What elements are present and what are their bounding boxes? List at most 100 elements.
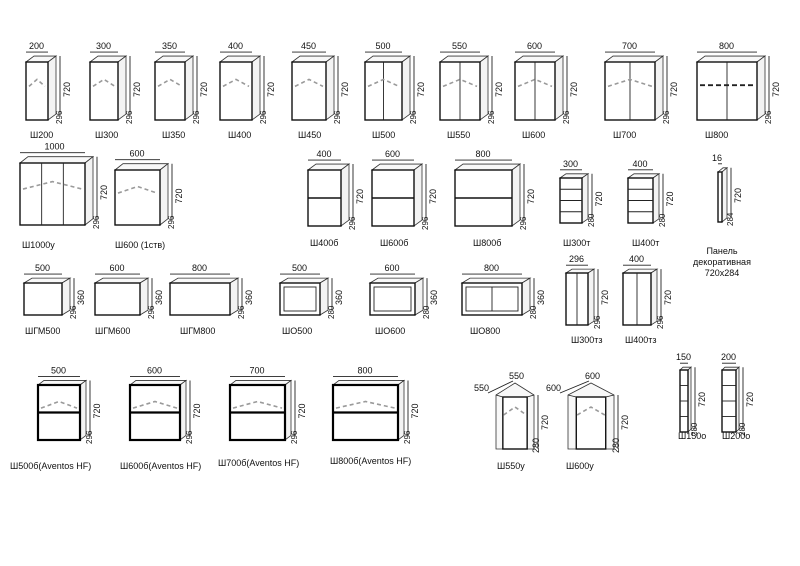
width-label: 500	[376, 41, 391, 51]
cabinet-top	[168, 277, 240, 284]
height-label: 720	[428, 189, 438, 204]
cabinet-shelf	[503, 406, 527, 416]
height-label: 720	[340, 82, 350, 97]
cabinet-label: Ш800	[705, 130, 728, 140]
cabinet-side	[479, 55, 489, 121]
cabinet-front	[154, 61, 186, 121]
cabinet-edge	[495, 394, 503, 398]
hidden-shelf	[28, 78, 46, 87]
hidden-shelf	[22, 180, 83, 190]
depth-label: 296	[85, 430, 94, 444]
cabinet-label: Ш300т	[563, 238, 590, 248]
cabinet-door	[502, 396, 528, 450]
width-label: 600	[147, 365, 162, 375]
depth-label: 280	[658, 213, 667, 227]
height-label: 720	[771, 82, 781, 97]
cabinet-label: Ш200о	[722, 431, 750, 441]
cabinet-top	[18, 156, 95, 164]
cabinet-label: Ш550у	[497, 461, 525, 471]
cabinet-front	[114, 169, 161, 226]
depth-label: 296	[403, 430, 412, 444]
height-label: 720	[600, 290, 610, 305]
depth-label: 280	[587, 213, 596, 227]
hidden-shelf	[517, 78, 553, 88]
width-label: 400	[317, 149, 332, 159]
height-label: 720	[192, 403, 202, 418]
depth-label: 280	[422, 305, 431, 319]
cabinet-label: ШГМ500	[25, 326, 60, 336]
cabinet-label: Ш200	[30, 130, 53, 140]
depth-label: 296	[348, 216, 357, 230]
depth-label: 296	[147, 305, 156, 319]
depth-label: 296	[192, 110, 201, 124]
width-label: 296	[569, 254, 584, 264]
depth-label: 280	[529, 305, 538, 319]
cabinet-top	[460, 277, 532, 284]
width-label: 200	[29, 41, 44, 51]
cabinet-label: ШО600	[375, 326, 405, 336]
height-label: 720	[569, 82, 579, 97]
width-label: 600	[110, 263, 125, 273]
depth-label: 280	[611, 438, 621, 453]
depth-label: 296	[55, 110, 64, 124]
height-label: 720	[199, 82, 209, 97]
height-label: 720	[416, 82, 426, 97]
depth-label: 280	[531, 438, 541, 453]
depth-label: 296	[69, 305, 78, 319]
depth-label: 296	[421, 216, 430, 230]
cabinet-side	[251, 55, 261, 121]
cabinet-label: ШГМ600	[95, 326, 130, 336]
depth-label: 296	[237, 305, 246, 319]
width-label: 500	[51, 365, 66, 375]
height-label: 720	[665, 191, 675, 206]
depth-label: 296	[125, 110, 134, 124]
height-label: 720	[620, 415, 630, 430]
height-label: 720	[174, 188, 184, 203]
hidden-shelf	[367, 78, 400, 88]
cabinet-side	[84, 155, 94, 226]
width-label: 400	[633, 159, 648, 169]
dim-line	[487, 380, 514, 394]
depth-label: 296	[487, 110, 496, 124]
cabinet-side	[184, 55, 194, 121]
height-label: 720	[494, 82, 504, 97]
width-label: 600	[130, 149, 145, 159]
width-label: 600	[385, 263, 400, 273]
width2-label: 600	[585, 371, 600, 381]
width-label: 550	[474, 383, 489, 393]
cabinet-front	[23, 282, 63, 316]
height-label: 720	[410, 403, 420, 418]
depth-label: 280	[327, 305, 336, 319]
cabinet-label: Ш700	[613, 130, 636, 140]
depth-label: 296	[185, 430, 194, 444]
cabinet-label: Ш500	[372, 130, 395, 140]
cabinet-label: ШО800	[470, 326, 500, 336]
cabinet-top	[368, 277, 425, 284]
cabinet-label: Ш550	[447, 130, 470, 140]
depth-label: 296	[562, 110, 571, 124]
width-label: 500	[35, 263, 50, 273]
cabinet-top	[93, 277, 150, 284]
cabinet-edge	[605, 394, 615, 398]
hidden-shelf	[294, 78, 324, 88]
depth-label: 284	[726, 212, 735, 226]
cabinet-label: Ш450	[298, 130, 321, 140]
cabinet-label: Ш600б(Aventos HF)	[120, 461, 201, 471]
